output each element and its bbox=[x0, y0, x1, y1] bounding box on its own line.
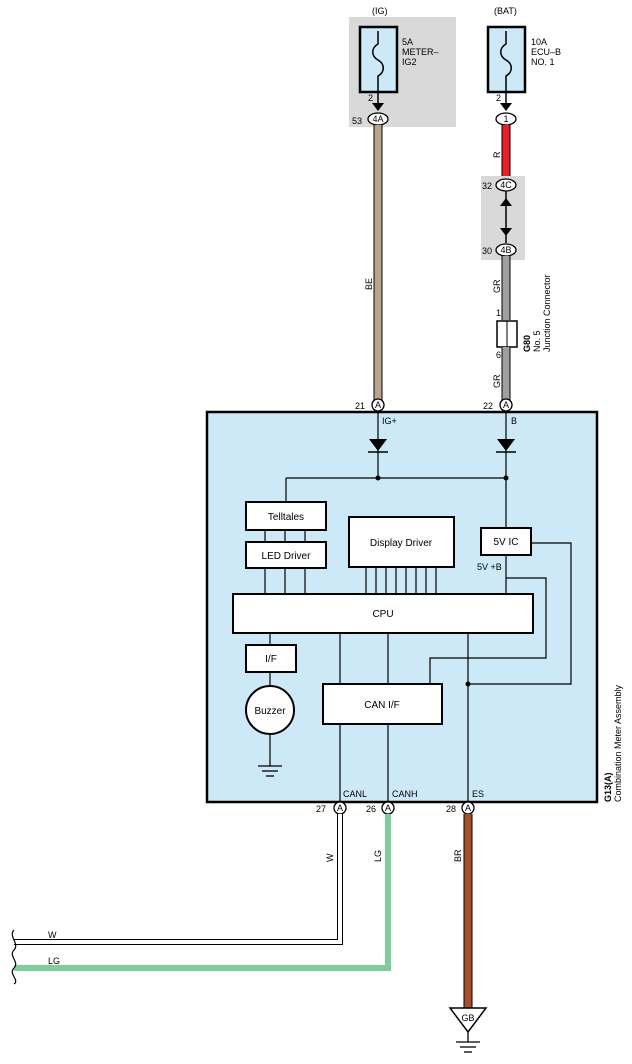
connector-4c-pin: 32 bbox=[482, 181, 492, 191]
connector-arrow-down bbox=[500, 228, 512, 236]
fuse-ig-fuse-pin: 2 bbox=[368, 93, 373, 103]
junction-dot-2 bbox=[503, 475, 509, 481]
pin-ig-number: 21 bbox=[355, 401, 365, 411]
combination-meter-module: 21 A IG+ 22 A B bbox=[205, 398, 623, 804]
connector-4a-label: 4A bbox=[372, 114, 383, 124]
wire-w-label: W bbox=[325, 853, 335, 862]
connector-4c-4b-group: 4C 32 4B 30 bbox=[481, 176, 525, 260]
fuse-bat-group: (BAT) 10A ECU–B NO. 1 2 1 bbox=[486, 6, 561, 126]
junction-pin-top: 1 bbox=[496, 308, 501, 318]
wire-gr-bottom: GR bbox=[492, 347, 511, 400]
junction-dot-3 bbox=[465, 681, 471, 687]
fuse-ig-rating: 5A bbox=[402, 37, 413, 47]
connector-4b-label: 4B bbox=[500, 245, 511, 255]
module-internal-wiring bbox=[264, 411, 572, 802]
wire-lg-label: LG bbox=[373, 850, 383, 862]
fuse-bat-rating: 10A bbox=[531, 37, 547, 47]
block-if-label: I/F bbox=[265, 654, 277, 665]
ground-gb: GB bbox=[448, 1007, 488, 1053]
fuse-bat-supply-label: (BAT) bbox=[494, 6, 517, 16]
fuse-ig-element-icon bbox=[372, 31, 384, 92]
fuse-ig-supply-label: (IG) bbox=[372, 6, 388, 16]
ground-gb-label: GB bbox=[461, 1013, 474, 1023]
fuse-bat-name-line1: ECU–B bbox=[531, 47, 561, 57]
pin-ig-conn-label: A bbox=[375, 400, 381, 410]
connector-1-label: 1 bbox=[503, 114, 508, 124]
wire-lg: LG LG bbox=[14, 814, 391, 971]
fuse-ig-name-line1: METER– bbox=[402, 47, 439, 57]
fuse-bat-terminal-arrow bbox=[500, 103, 512, 111]
block-buzzer bbox=[245, 685, 295, 735]
pin-canh-conn-label: A bbox=[385, 803, 391, 813]
pin-canl-number: 27 bbox=[316, 804, 326, 814]
pin-canl-conn-label: A bbox=[337, 803, 343, 813]
block-telltales bbox=[245, 501, 327, 531]
pin-b-conn-label: A bbox=[503, 400, 509, 410]
wire-gr-top: GR bbox=[492, 256, 511, 320]
block-buzzer-label: Buzzer bbox=[254, 706, 286, 717]
connector-4c-label: 4C bbox=[500, 180, 512, 190]
diode-ig bbox=[368, 439, 388, 453]
wire-be-label: BE bbox=[364, 278, 374, 290]
block-led-driver-label: LED Driver bbox=[262, 551, 312, 562]
fuse-bat-fuse-pin: 2 bbox=[496, 93, 501, 103]
connector-arrow-up bbox=[500, 198, 512, 206]
block-telltales-label: Telltales bbox=[268, 512, 304, 523]
junction-dot-1 bbox=[375, 475, 381, 481]
module-name: Combination Meter Assembly bbox=[613, 684, 623, 802]
label-5v-b: 5V +B bbox=[477, 562, 502, 572]
wire-w: W W bbox=[14, 814, 343, 945]
wire-br: BR bbox=[453, 814, 473, 1008]
block-5v-ic-label: 5V IC bbox=[493, 537, 518, 548]
wire-w-end-label: W bbox=[48, 930, 57, 940]
block-cpu-label: CPU bbox=[372, 609, 393, 620]
pin-b-signal: B bbox=[511, 416, 517, 426]
block-display-driver-label: Display Driver bbox=[370, 538, 433, 549]
fuse-ig-terminal-arrow bbox=[372, 103, 384, 111]
wire-r: R bbox=[492, 125, 511, 178]
pin-es-signal: ES bbox=[472, 789, 484, 799]
block-can-if-label: CAN I/F bbox=[364, 700, 400, 711]
block-led-driver bbox=[245, 541, 327, 569]
wire-lg-end-label: LG bbox=[48, 956, 60, 966]
block-cpu bbox=[232, 593, 534, 634]
fuse-bat-element-icon bbox=[500, 31, 512, 92]
diode-b bbox=[496, 439, 516, 453]
wire-be: BE bbox=[364, 125, 383, 400]
bottom-pins: 27 A 26 A 28 A bbox=[316, 801, 475, 815]
pin-b-number: 22 bbox=[483, 401, 493, 411]
buzzer-ground-icon bbox=[258, 765, 282, 777]
junction-connector-g80: 1 6 G80 No. 5 Junction Connector bbox=[496, 274, 552, 360]
block-can-if bbox=[322, 683, 443, 725]
block-5v-ic bbox=[480, 527, 532, 556]
junction-name-line1: No. 5 bbox=[532, 330, 542, 352]
junction-name-line2: Junction Connector bbox=[542, 274, 552, 352]
fuse-ig-connector-pin: 53 bbox=[352, 116, 362, 126]
ground-gb-icon bbox=[456, 1041, 480, 1053]
wire-break-mark-icon bbox=[11, 929, 17, 985]
block-display-driver bbox=[348, 516, 455, 568]
ground-gb-triangle bbox=[448, 1007, 488, 1034]
wire-br-label: BR bbox=[453, 849, 463, 862]
module-code: G13(A) bbox=[603, 772, 613, 802]
pin-canl-signal: CANL bbox=[343, 789, 367, 799]
block-if bbox=[245, 644, 297, 673]
connector-4b-pin: 30 bbox=[482, 246, 492, 256]
pin-es-conn-label: A bbox=[465, 803, 471, 813]
pin-ig-signal: IG+ bbox=[382, 416, 397, 426]
wire-gr-top-label: GR bbox=[492, 279, 502, 293]
junction-pin-bottom: 6 bbox=[496, 350, 501, 360]
fuse-ig-name-line2: IG2 bbox=[402, 57, 417, 67]
fuse-ig-group: (IG) 5A METER– IG2 2 53 4A bbox=[349, 6, 456, 127]
pin-es-number: 28 bbox=[446, 804, 456, 814]
fuse-bat-name-line2: NO. 1 bbox=[531, 57, 555, 67]
junction-code: G80 bbox=[522, 335, 532, 352]
pin-canh-signal: CANH bbox=[392, 789, 418, 799]
wire-gr-bottom-label: GR bbox=[492, 374, 502, 388]
pin-canh-number: 26 bbox=[366, 804, 376, 814]
wire-r-label: R bbox=[492, 151, 502, 158]
